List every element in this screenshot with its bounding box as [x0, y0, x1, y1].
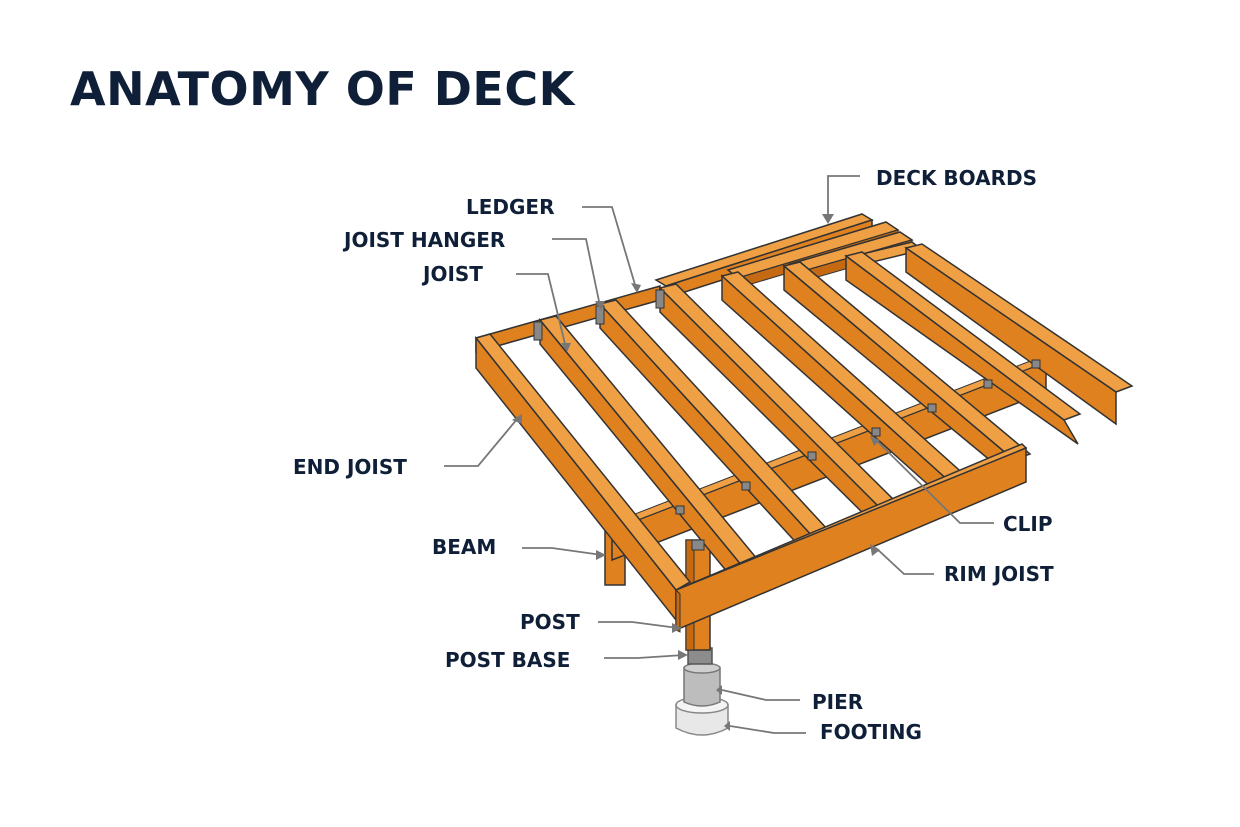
leader-post	[598, 621, 679, 629]
label-beam: BEAM	[432, 535, 497, 559]
label-end-joist: END JOIST	[293, 455, 407, 479]
label-footing: FOOTING	[820, 720, 922, 744]
label-joist-hanger: JOIST HANGER	[344, 228, 506, 252]
leader-lines	[444, 175, 994, 734]
clips	[675, 359, 1041, 515]
leader-deck-boards	[827, 175, 860, 216]
rim-joist	[674, 443, 1028, 633]
label-post: POST	[520, 610, 580, 634]
leader-post-base	[604, 654, 685, 659]
pier	[683, 662, 721, 707]
leader-arrowheads	[512, 214, 880, 731]
label-rim-joist: RIM JOIST	[944, 562, 1054, 586]
label-clip: CLIP	[1003, 512, 1053, 536]
label-deck-boards: DECK BOARDS	[876, 166, 1037, 190]
label-ledger: LEDGER	[466, 195, 555, 219]
leader-footing	[729, 725, 806, 734]
joist-hangers	[533, 289, 705, 551]
diagram-title: ANATOMY OF DECK	[70, 62, 575, 116]
label-post-base: POST BASE	[445, 648, 571, 672]
leader-joist	[516, 273, 567, 349]
label-pier: PIER	[812, 690, 864, 714]
leader-clip	[875, 439, 994, 524]
joists	[474, 243, 1134, 623]
label-joist: JOIST	[423, 262, 483, 286]
deck-boards	[654, 213, 924, 300]
leader-pier	[721, 689, 800, 701]
leader-rim-joist	[875, 547, 934, 575]
leader-beam	[522, 547, 603, 556]
leader-joist-hanger	[552, 238, 601, 307]
leader-ledger	[582, 206, 637, 289]
leader-end-joist	[444, 417, 519, 467]
